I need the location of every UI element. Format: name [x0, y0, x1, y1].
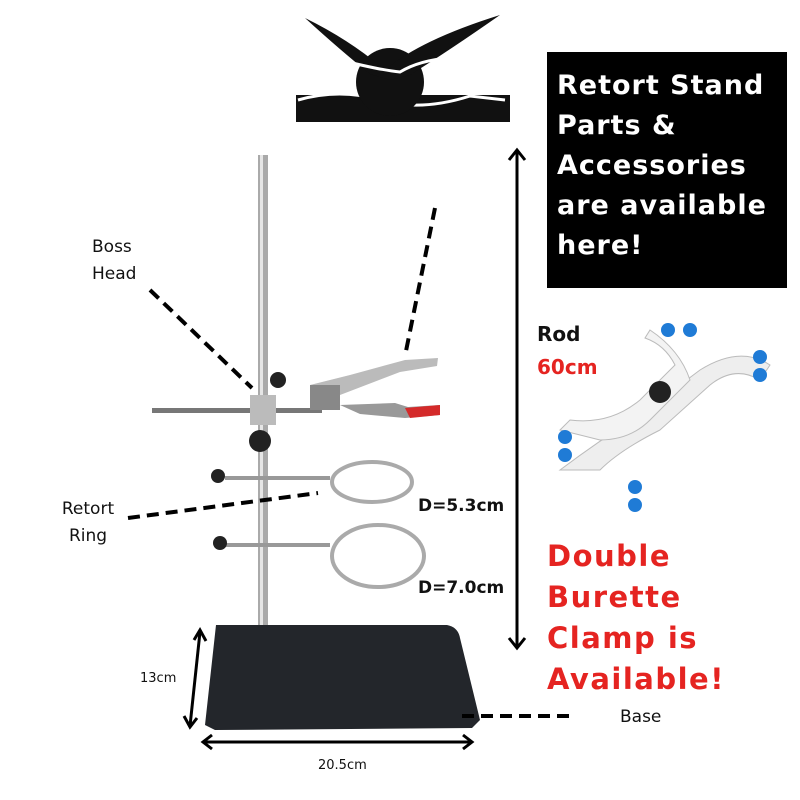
- clamp-line: Available!: [547, 662, 725, 696]
- accessories-promo-box: Retort Stand Parts & Accessories are ava…: [547, 52, 787, 288]
- clamp-line: Burette: [547, 580, 682, 614]
- label-line: Retort: [61, 499, 115, 519]
- base-width: 20.5cm: [318, 758, 367, 773]
- ring-large-diameter: D=7.0cm: [418, 578, 505, 598]
- ring-small-diameter: D=5.3cm: [418, 496, 505, 516]
- clamp: [310, 358, 440, 418]
- boss-head: [250, 395, 276, 425]
- brand-logo: [296, 15, 510, 122]
- retort-rings: [211, 460, 426, 589]
- clamp-line: Clamp is: [547, 621, 699, 655]
- base-depth: 13cm: [140, 671, 177, 686]
- promo-line: here!: [557, 230, 644, 261]
- label-line: Head: [92, 264, 137, 284]
- rod-length: 60cm: [537, 355, 598, 379]
- rod-title: Rod: [537, 322, 581, 346]
- boss-head-label: Boss Head: [92, 234, 136, 288]
- clamp-availability-text: Double Burette Clamp is Available!: [547, 536, 725, 700]
- retort-ring-label: Retort Ring: [56, 496, 120, 550]
- promo-line: are available: [557, 190, 767, 221]
- promo-line: Accessories: [557, 150, 747, 181]
- stand-base: [205, 625, 480, 730]
- label-line: Boss: [92, 237, 132, 257]
- promo-line: Retort Stand: [557, 70, 765, 101]
- promo-line: Parts &: [557, 110, 677, 141]
- label-line: Ring: [68, 526, 108, 546]
- double-burette-clamp: [558, 323, 771, 512]
- clamp-line: Double: [547, 539, 672, 573]
- base-label: Base: [620, 707, 662, 727]
